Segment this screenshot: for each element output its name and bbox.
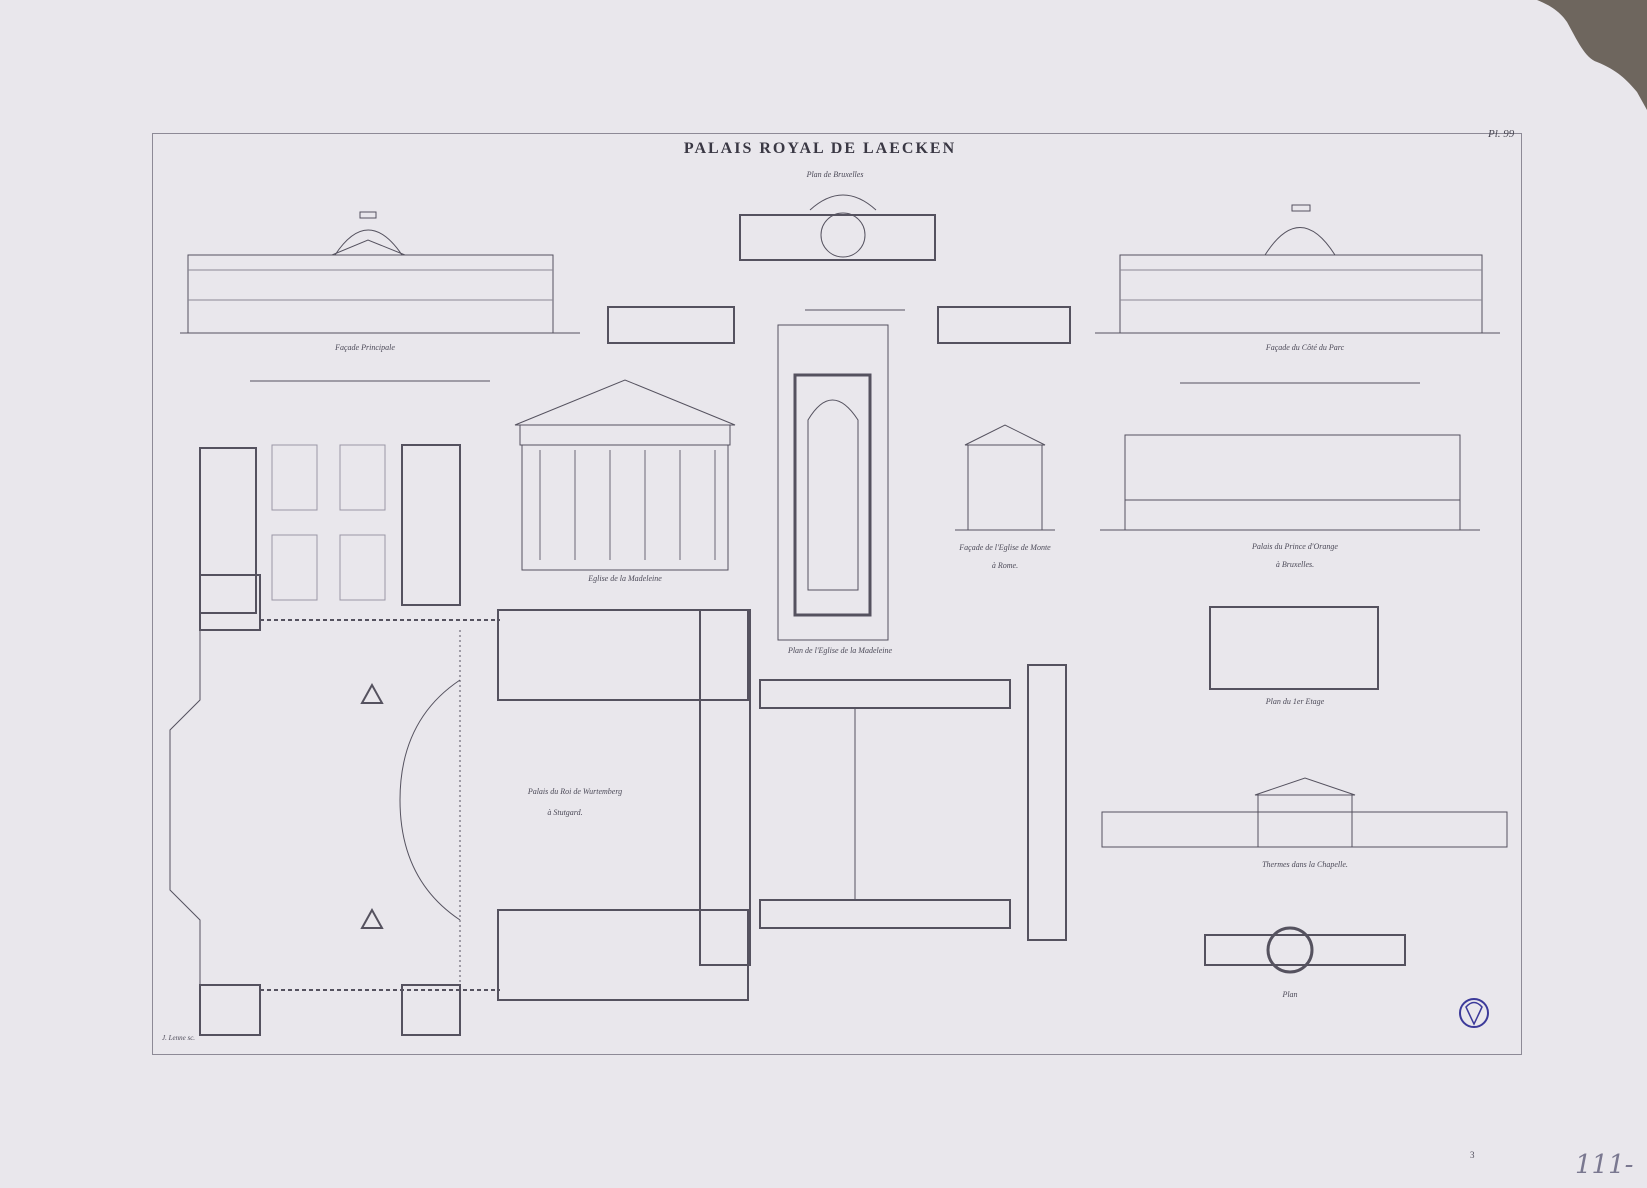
fountain-south	[360, 907, 384, 929]
caption-palais-wurtemberg-2: à Stutgard.	[547, 808, 583, 817]
plate-border	[152, 133, 1522, 1055]
small-plan-left	[607, 306, 735, 344]
fountain-north	[360, 682, 384, 704]
thermes-plan-drawing	[1204, 926, 1406, 974]
facade-principale-drawing	[180, 211, 580, 334]
caption-eglise-rome-2: à Rome.	[991, 561, 1019, 570]
handwritten-inventory-number: 111-	[1575, 1150, 1634, 1180]
garden-parterres	[271, 444, 386, 601]
palais-wurtemberg-plan	[169, 444, 1067, 1036]
plan-etage-drawing	[1209, 606, 1379, 690]
caption-thermes: Thermes dans la Chapelle.	[1262, 860, 1348, 869]
caption-plan: Plan	[1282, 990, 1298, 999]
footnote-mark: 3	[1470, 1150, 1475, 1160]
palais-orange-drawing	[1100, 434, 1480, 531]
caption-facade-principale: Façade Principale	[335, 343, 395, 352]
plate-title: PALAIS ROYAL DE LAECKEN	[683, 140, 957, 157]
plan-bruxelles-drawing	[739, 194, 936, 311]
caption-plan-bruxelles: Plan de Bruxelles	[806, 170, 864, 179]
caption-palais-wurtemberg-1: Palais du Roi de Wurtemberg	[527, 787, 623, 796]
madeleine-plan-drawing	[777, 324, 889, 641]
library-stamp	[1459, 998, 1489, 1028]
caption-facade-parc: Façade du Côté du Parc	[1265, 343, 1345, 352]
eglise-rome-drawing	[955, 424, 1055, 531]
small-plan-right	[937, 306, 1071, 344]
thermes-drawing	[1101, 777, 1508, 848]
caption-plan-etage: Plan du 1er Etage	[1265, 697, 1325, 706]
caption-palais-orange-2: à Bruxelles.	[1275, 560, 1315, 569]
caption-plan-eglise: Plan de l'Eglise de la Madeleine	[787, 646, 893, 655]
facade-parc-drawing	[1095, 204, 1500, 334]
plate-number: Pl. 99	[1488, 128, 1515, 140]
madeleine-elevation-drawing	[514, 379, 736, 571]
engraver-signature: J. Lenne sc.	[162, 1034, 196, 1042]
torn-corner	[1537, 0, 1647, 110]
caption-eglise-madeleine: Eglise de la Madeleine	[588, 574, 662, 583]
caption-palais-orange-1: Palais du Prince d'Orange	[1252, 542, 1338, 551]
caption-eglise-rome-1: Façade de l'Eglise de Monte	[959, 543, 1051, 552]
